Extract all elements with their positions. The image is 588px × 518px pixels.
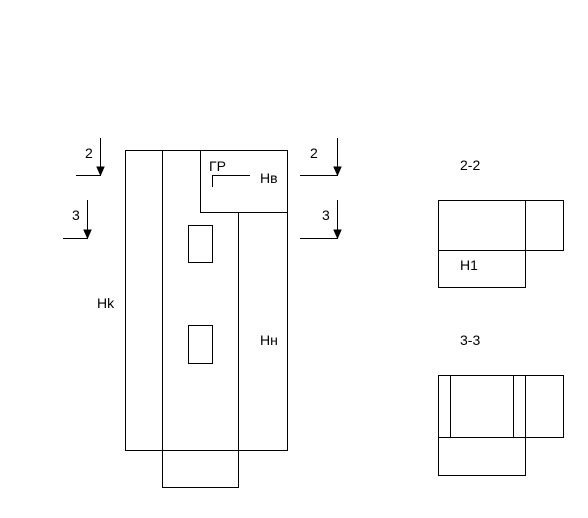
lower-opening (188, 325, 213, 364)
section-3-3-drawing (438, 375, 564, 476)
section-2-2-title: 2-2 (460, 157, 480, 173)
section-marker-right-3 (300, 200, 342, 240)
gr-leader-line (212, 175, 250, 187)
h1-label: Н1 (460, 257, 478, 273)
section-mark-left-3: 3 (72, 207, 80, 223)
section-mark-left-2: 2 (85, 145, 93, 161)
section-marker-left-3 (63, 200, 92, 240)
section-marker-right-2 (300, 138, 342, 177)
gr-label: ГР (209, 158, 226, 174)
upper-opening (188, 225, 213, 263)
hv-label: Нв (260, 170, 278, 186)
section-marker-left-2 (76, 138, 105, 177)
hn-label: Нн (260, 332, 278, 348)
main-view (125, 150, 288, 488)
hk-label: Нk (97, 295, 115, 311)
section-3-3-title: 3-3 (460, 332, 480, 348)
bottom-extension (162, 450, 239, 488)
section-mark-right-2: 2 (310, 145, 318, 161)
section-2-2-drawing (438, 200, 564, 288)
hv-block (200, 150, 288, 213)
outer-wall-outline (125, 150, 288, 451)
section-mark-right-3: 3 (322, 207, 330, 223)
